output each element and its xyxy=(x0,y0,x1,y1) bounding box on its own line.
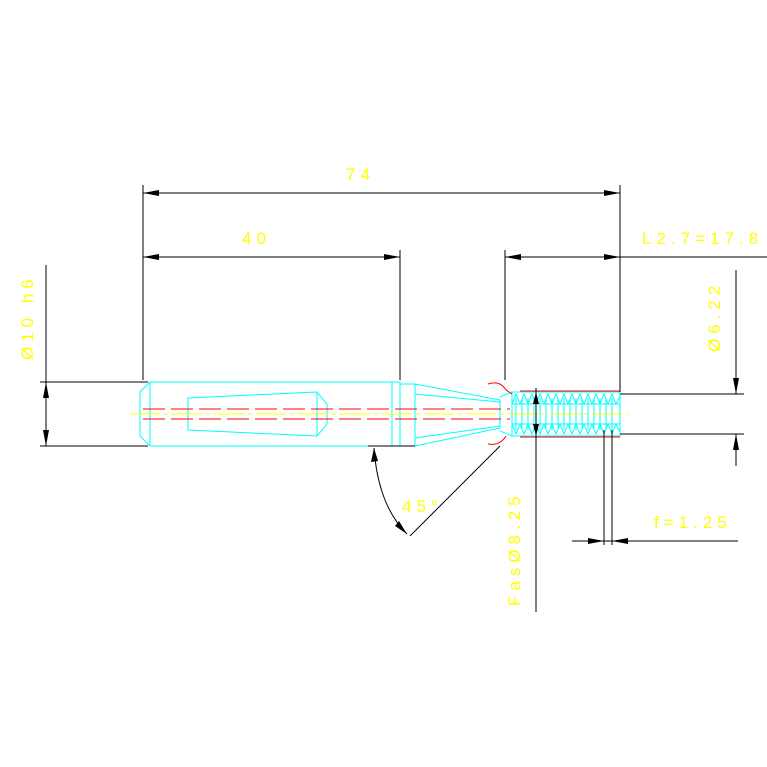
label-shank-diameter: Ø10 h6 xyxy=(18,274,37,360)
arrow-pitch-left xyxy=(588,538,604,544)
dimension-labels: 74 40 L2.7=17.8 Ø10 h6 Ø6.22 45° FasØ8.2… xyxy=(18,165,763,606)
arrow-40-left xyxy=(143,254,159,260)
arrow-74-left xyxy=(143,190,159,196)
neck-inner-top xyxy=(414,393,501,403)
dimension-lines xyxy=(40,185,767,612)
arrow-thread-left xyxy=(505,254,521,260)
label-step-length: 40 xyxy=(242,229,271,248)
label-thread-pitch: f=1.25 xyxy=(654,513,732,532)
arrow-74-right xyxy=(604,190,620,196)
label-chamfer-angle: 45° xyxy=(402,497,443,516)
arrowheads xyxy=(43,190,739,544)
arrow-core-bottom xyxy=(733,434,739,450)
label-overall-length: 74 xyxy=(346,165,375,184)
arrow-pitch-right xyxy=(612,538,628,544)
label-core-diameter: Ø6.22 xyxy=(705,281,724,352)
arrow-thread-right xyxy=(604,254,620,260)
arrow-40-right xyxy=(384,254,400,260)
arrow-chamfer-dia-bottom xyxy=(533,424,539,436)
label-thread-length: L2.7=17.8 xyxy=(642,229,763,248)
neck-inner-bottom xyxy=(414,425,501,439)
arrow-dia-bottom xyxy=(43,430,49,446)
arrow-dia-top xyxy=(43,382,49,398)
arrow-chamfer-dia-top xyxy=(533,392,539,404)
hidden-chamfer-arc-bottom xyxy=(487,435,507,445)
thread-teeth-top xyxy=(511,392,621,406)
hidden-chamfer-arc-top xyxy=(487,382,513,395)
dim-arc-45 xyxy=(373,447,408,535)
arrow-core-top xyxy=(733,378,739,394)
hidden-lines xyxy=(143,382,620,445)
label-chamfer-diameter: FasØ8.25 xyxy=(505,491,524,606)
thread-teeth-bottom xyxy=(511,422,621,436)
arrow-45-top xyxy=(371,448,378,462)
part-outline xyxy=(139,381,621,447)
arrow-45-bottom xyxy=(395,521,407,534)
ext-line-chamfer-slant xyxy=(409,445,501,537)
